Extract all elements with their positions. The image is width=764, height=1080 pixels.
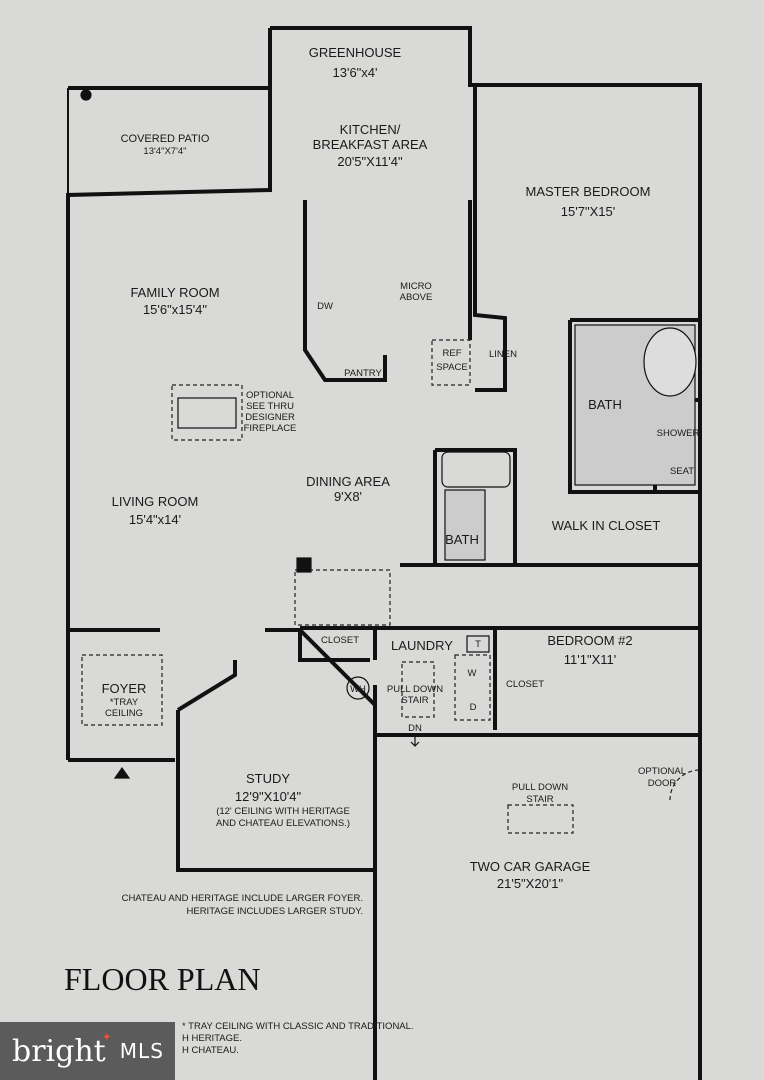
entry-arrow-icon bbox=[113, 766, 131, 779]
fireplace bbox=[177, 397, 237, 429]
elevation-note-2: HERITAGE INCLUDES LARGER STUDY. bbox=[187, 906, 364, 917]
watermark-suffix: MLS bbox=[119, 1039, 164, 1063]
greenhouse-size: 13'6"x4' bbox=[333, 65, 378, 80]
dining-label: DINING AREA bbox=[306, 474, 390, 489]
patio-label: COVERED PATIO bbox=[121, 133, 210, 145]
water-heater-icon bbox=[346, 676, 370, 700]
shower-label: SHOWER bbox=[657, 428, 700, 439]
fireplace-note-1: OPTIONAL bbox=[246, 390, 294, 401]
tray-note-2: H HERITAGE. bbox=[182, 1033, 242, 1044]
dining-size: 9'X8' bbox=[334, 489, 362, 504]
study-note-2: AND CHATEAU ELEVATIONS.) bbox=[216, 818, 350, 829]
bedroom2-label: BEDROOM #2 bbox=[547, 633, 632, 648]
foyer-label: FOYER bbox=[102, 681, 147, 696]
dryer-label: D bbox=[470, 702, 477, 713]
garage-stair-outline bbox=[507, 804, 574, 834]
foyer-note-2: CEILING bbox=[105, 708, 143, 719]
seat-label: SEAT bbox=[670, 466, 694, 477]
walls bbox=[66, 26, 702, 1080]
ref-space-outline bbox=[431, 339, 471, 386]
fireplace-outline bbox=[171, 384, 243, 441]
optional-door-label-2: DOOR bbox=[648, 778, 677, 789]
living-room-label: LIVING ROOM bbox=[112, 494, 199, 509]
foyer-tray bbox=[81, 654, 163, 726]
down-label: DN bbox=[408, 723, 422, 734]
bathtub-icon bbox=[441, 451, 511, 488]
master-tub-icon bbox=[643, 327, 697, 397]
kitchen-label-2: BREAKFAST AREA bbox=[313, 137, 428, 152]
garage-stair-label: PULL DOWN bbox=[512, 782, 568, 793]
garage-stair-label-2: STAIR bbox=[526, 794, 553, 805]
labels: GREENHOUSE 13'6"x4' COVERED PATIO 13'4"X… bbox=[64, 45, 700, 1056]
fixtures-dashed bbox=[81, 339, 701, 834]
master-bedroom-label: MASTER BEDROOM bbox=[526, 184, 651, 199]
hall-bath-tile bbox=[444, 489, 486, 561]
master-bedroom-size: 15'7"X15' bbox=[561, 204, 615, 219]
micro-label: MICRO bbox=[400, 281, 432, 292]
garage-label: TWO CAR GARAGE bbox=[470, 859, 591, 874]
hall-closet-label: CLOSET bbox=[321, 635, 359, 646]
water-heater-label: WH bbox=[350, 684, 366, 695]
garage-size: 21'5"X20'1" bbox=[497, 876, 564, 891]
family-room-size: 15'6"x15'4" bbox=[143, 302, 207, 317]
fireplace-note-2: SEE THRU bbox=[246, 401, 294, 412]
floor-plan-title: FLOOR PLAN bbox=[64, 961, 260, 997]
micro-label-2: ABOVE bbox=[400, 292, 433, 303]
greenhouse-label: GREENHOUSE bbox=[309, 45, 402, 60]
ref-label: REF bbox=[443, 348, 462, 359]
fireplace-note-4: FIREPLACE bbox=[244, 423, 297, 434]
bedroom2-closet-label: CLOSET bbox=[506, 679, 544, 690]
study-note-1: (12' CEILING WITH HERITAGE bbox=[216, 806, 350, 817]
down-arrow-icon bbox=[410, 735, 420, 747]
washer-label: W bbox=[468, 668, 477, 679]
tub-label: T bbox=[475, 639, 481, 650]
kitchen-label: KITCHEN/ bbox=[340, 122, 401, 137]
pull-down-stair-label-2: STAIR bbox=[401, 695, 428, 706]
pull-down-stair-label: PULL DOWN bbox=[387, 684, 443, 695]
study-size: 12'9"X10'4" bbox=[235, 789, 302, 804]
living-room-size: 15'4"x14' bbox=[129, 512, 181, 527]
walk-in-closet-label: WALK IN CLOSET bbox=[552, 518, 661, 533]
washer-dryer-outline bbox=[454, 654, 491, 721]
watermark-star-icon: ✦ bbox=[101, 1030, 112, 1044]
tray-note-1: * TRAY CEILING WITH CLASSIC AND TRADITIO… bbox=[182, 1021, 414, 1032]
master-bath-label: BATH bbox=[588, 397, 622, 412]
bedroom2-size: 11'1"X11' bbox=[564, 652, 616, 667]
ref-label-2: SPACE bbox=[436, 362, 468, 373]
tub-sink-icon bbox=[466, 635, 490, 653]
kitchen-size: 20'5"X11'4" bbox=[337, 154, 403, 169]
dw-label: DW bbox=[317, 301, 333, 312]
tray-note-3: H CHATEAU. bbox=[182, 1045, 239, 1056]
watermark-brand: bright bbox=[12, 1033, 106, 1069]
dining-opening bbox=[294, 569, 391, 626]
linen-label: LINEN bbox=[489, 349, 517, 360]
fireplace-note-3: DESIGNER bbox=[245, 412, 295, 423]
elevation-note-1: CHATEAU AND HERITAGE INCLUDE LARGER FOYE… bbox=[122, 893, 363, 904]
optional-door-arc bbox=[669, 769, 701, 801]
hall-bath-label: BATH bbox=[445, 532, 479, 547]
post-icon bbox=[80, 89, 92, 101]
laundry-label: LAUNDRY bbox=[391, 638, 453, 653]
bright-mls-watermark: bright ✦ MLS bbox=[0, 1022, 175, 1080]
patio-size: 13'4"X7'4" bbox=[143, 146, 186, 157]
foyer-note-1: *TRAY bbox=[110, 697, 139, 708]
pantry-label: PANTRY bbox=[344, 368, 382, 379]
study-label: STUDY bbox=[246, 771, 290, 786]
column-icon bbox=[296, 557, 312, 573]
optional-door-label: OPTIONAL bbox=[638, 766, 686, 777]
family-room-label: FAMILY ROOM bbox=[130, 285, 219, 300]
pull-down-stair-outline bbox=[401, 661, 435, 718]
